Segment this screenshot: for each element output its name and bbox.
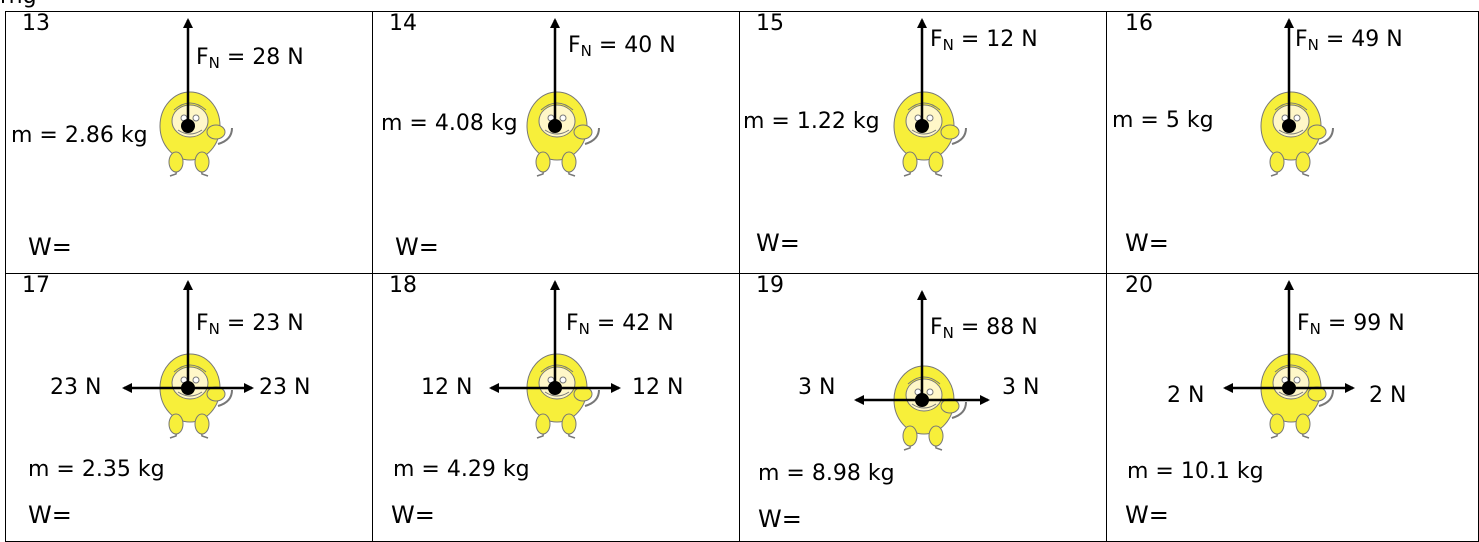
weight-answer-label: W= (1125, 501, 1169, 529)
weight-answer-label: W= (28, 501, 72, 529)
yellow-monkey-figure (1260, 18, 1334, 177)
center-of-mass-dot (181, 381, 195, 395)
normal-force-label: FN = 28 N (196, 45, 304, 73)
left-force-label: 2 N (1167, 383, 1205, 408)
problem-cell-16: 16 FN = 49 N m = 5 kg W= (1106, 11, 1479, 274)
center-of-mass-dot (548, 119, 562, 133)
yellow-monkey-figure (893, 18, 967, 177)
problem-number: 13 (22, 11, 50, 36)
right-force-label: 2 N (1369, 383, 1407, 408)
yellow-monkey-figure (1223, 280, 1355, 439)
right-force-label: 3 N (1002, 375, 1040, 400)
center-of-mass-dot (915, 119, 929, 133)
normal-force-label: FN = 23 N (196, 311, 304, 339)
left-force-label: 12 N (421, 375, 473, 400)
left-force-label: 3 N (798, 375, 836, 400)
center-of-mass-dot (1282, 381, 1296, 395)
header-text-fragment: rng (0, 0, 37, 8)
mass-label: m = 10.1 kg (1127, 459, 1264, 484)
problem-cell-19: 19 FN = 88 N 3 N 3 N m = 8.98 kg W= (739, 273, 1107, 542)
normal-force-label: FN = 88 N (930, 315, 1038, 343)
problem-cell-13: 13 FN = 28 N m = 2.86 kg W= (5, 11, 373, 274)
problem-cell-17: 17 FN = 23 N 23 N 23 N m = 2.35 kg W= (5, 273, 373, 542)
yellow-monkey-figure (159, 18, 233, 177)
problem-cell-20: 20 FN = 99 N 2 N 2 N m = 10.1 kg W= (1106, 273, 1479, 542)
normal-force-label: FN = 99 N (1297, 311, 1405, 339)
left-force-label: 23 N (50, 375, 102, 400)
mass-label: m = 1.22 kg (743, 109, 880, 134)
right-force-label: 23 N (259, 375, 311, 400)
problem-cell-18: 18 FN = 42 N 12 N 12 N m = 4.29 kg W= (372, 273, 740, 542)
yellow-monkey-figure (122, 280, 254, 439)
center-of-mass-dot (915, 393, 929, 407)
problem-number: 15 (756, 11, 784, 36)
normal-force-label: FN = 40 N (568, 33, 676, 61)
yellow-monkey-figure (526, 18, 600, 177)
mass-label: m = 2.35 kg (28, 457, 165, 482)
problem-number: 17 (22, 273, 50, 298)
mass-label: m = 8.98 kg (758, 461, 895, 486)
right-force-label: 12 N (632, 375, 684, 400)
mass-label: m = 2.86 kg (11, 123, 148, 148)
weight-answer-label: W= (391, 501, 435, 529)
problem-number: 14 (389, 11, 417, 36)
weight-answer-label: W= (1125, 229, 1169, 257)
force-diagram-grid: 13 FN = 28 N m = 2.86 kg W= 14 FN = 40 N… (0, 11, 1479, 542)
problem-number: 18 (389, 273, 417, 298)
weight-answer-label: W= (758, 505, 802, 533)
problem-cell-14: 14 FN = 40 N m = 4.08 kg W= (372, 11, 740, 274)
center-of-mass-dot (1282, 119, 1296, 133)
yellow-monkey-figure (854, 290, 990, 451)
normal-force-label: FN = 49 N (1295, 27, 1403, 55)
yellow-monkey-figure (489, 280, 621, 439)
weight-answer-label: W= (756, 229, 800, 257)
problem-number: 20 (1125, 273, 1153, 298)
mass-label: m = 5 kg (1112, 108, 1214, 133)
weight-answer-label: W= (28, 233, 72, 261)
mass-label: m = 4.08 kg (381, 111, 518, 136)
problem-cell-15: 15 FN = 12 N m = 1.22 kg W= (739, 11, 1107, 274)
mass-label: m = 4.29 kg (393, 457, 530, 482)
problem-number: 16 (1125, 11, 1153, 36)
center-of-mass-dot (181, 119, 195, 133)
problem-number: 19 (756, 273, 784, 298)
normal-force-label: FN = 42 N (566, 311, 674, 339)
center-of-mass-dot (548, 381, 562, 395)
weight-answer-label: W= (395, 233, 439, 261)
normal-force-label: FN = 12 N (930, 27, 1038, 55)
